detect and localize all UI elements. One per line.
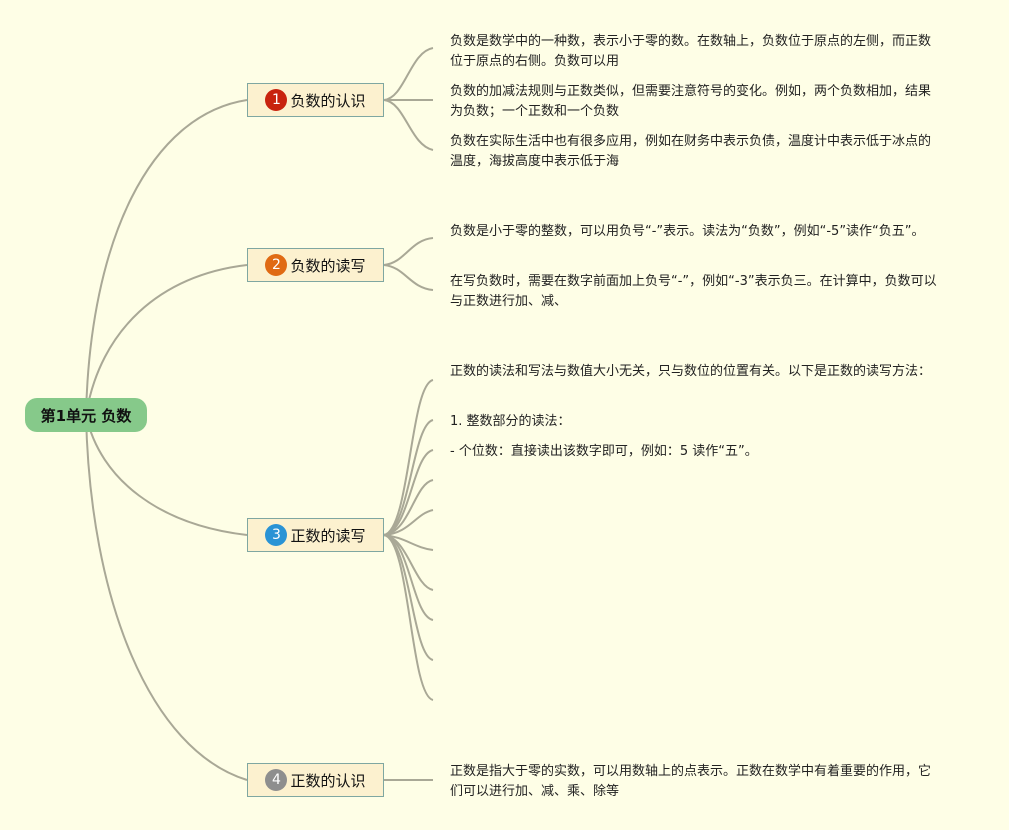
link-branch-3-leaf-10	[383, 534, 434, 701]
root-topic[interactable]: 第1单元 负数	[25, 398, 147, 432]
link-root-branch-2	[85, 264, 248, 416]
leaf-topic[interactable]: 正数的读法和写法与数值大小无关，只与数位的位置有关。以下是正数的读写方法：	[450, 364, 932, 379]
number-badge-icon: 2	[265, 254, 288, 276]
link-branch-3-leaf-2	[383, 419, 434, 536]
branch-label: 正数的读写	[290, 526, 366, 545]
leaf-topic[interactable]: 负数在实际生活中也有很多应用，例如在财务中表示负债，温度计中表示低于冰点的温度，…	[450, 134, 932, 169]
branch-topic-1[interactable]: 1 负数的认识	[247, 83, 384, 117]
link-branch-3-leaf-9	[383, 534, 434, 661]
branch-topic-4[interactable]: 4 正数的认识	[247, 763, 384, 797]
link-branch-1-leaf-1	[383, 47, 434, 101]
link-branch-2-leaf-1	[383, 237, 434, 266]
number-badge-icon: 4	[265, 769, 288, 791]
branch-label: 负数的读写	[290, 256, 366, 275]
link-branch-1-leaf-3	[383, 99, 434, 151]
branch-label: 正数的认识	[290, 771, 366, 790]
link-branch-3-leaf-4	[383, 479, 434, 536]
link-branch-3-leaf-1	[383, 379, 434, 536]
link-branch-3-leaf-3	[383, 449, 434, 536]
link-branch-3-leaf-7	[383, 534, 434, 591]
link-root-branch-1	[85, 99, 248, 416]
leaf-topic[interactable]: - 个位数：直接读出该数字即可，例如：5 读作“五”。	[450, 444, 758, 459]
number-badge-icon: 3	[265, 524, 288, 546]
leaf-topic[interactable]: 负数是小于零的整数，可以用负号“-”表示。读法为“负数”，例如“-5”读作“负五…	[450, 224, 925, 239]
branch-topic-2[interactable]: 2 负数的读写	[247, 248, 384, 282]
link-root-branch-4	[85, 414, 248, 781]
leaf-topic[interactable]: 负数的加减法规则与正数类似，但需要注意符号的变化。例如，两个负数相加，结果为负数…	[450, 84, 932, 119]
branch-topic-3[interactable]: 3 正数的读写	[247, 518, 384, 552]
leaf-topic[interactable]: 在写负数时，需要在数字前面加上负号“-”，例如“-3”表示负三。在计算中，负数可…	[450, 274, 937, 309]
link-branch-2-leaf-2	[383, 264, 434, 291]
leaf-topic[interactable]: 负数是数学中的一种数，表示小于零的数。在数轴上，负数位于原点的左侧，而正数位于原…	[450, 34, 932, 69]
leaf-topic[interactable]: 1. 整数部分的读法：	[450, 414, 571, 429]
link-root-branch-3	[85, 414, 248, 536]
branch-label: 负数的认识	[290, 91, 366, 110]
link-branch-3-leaf-5	[383, 509, 434, 536]
leaf-topic[interactable]: 正数是指大于零的实数，可以用数轴上的点表示。正数在数学中有着重要的作用，它们可以…	[450, 764, 932, 799]
number-badge-icon: 1	[265, 89, 288, 111]
